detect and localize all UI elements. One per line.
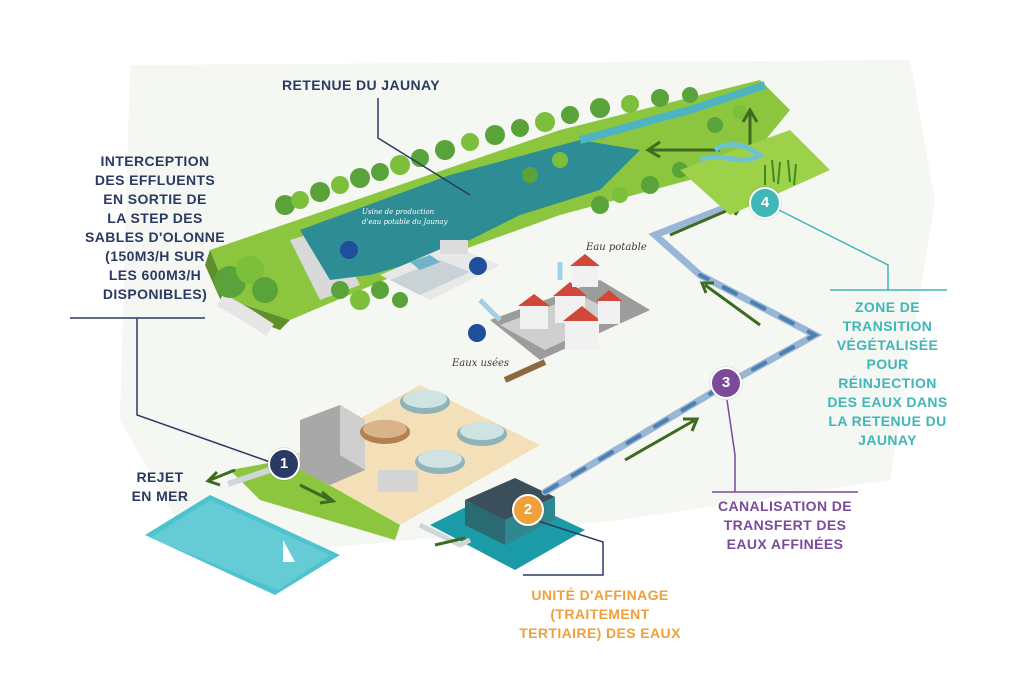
unite-line: (TRAITEMENT: [550, 606, 650, 622]
sewage-pipe: [503, 359, 547, 383]
label-rejet: REJET EN MER: [120, 468, 200, 506]
interception-line: EN SORTIE DE: [103, 191, 207, 207]
unite-line: TERTIAIRE) DES EAUX: [519, 625, 681, 641]
vegetated-zone: [680, 130, 830, 215]
leader-zone: [774, 207, 947, 291]
canalisation-line: TRANSFERT DES: [723, 517, 847, 533]
town: [490, 254, 650, 360]
step-marker-2: 2: [512, 494, 544, 526]
interception-line: DISPONIBLES): [102, 286, 208, 302]
label-interception: INTERCEPTION DES EFFLUENTS EN SORTIE DE …: [40, 152, 270, 304]
label-zone: ZONE DE TRANSITION VÉGÉTALISÉE POUR RÉIN…: [805, 298, 970, 450]
reservoir-water: [300, 140, 640, 280]
reeds: [764, 159, 797, 186]
leader-canalisation: [712, 399, 858, 493]
leader-interception: [70, 317, 271, 463]
leader-lines: [70, 98, 947, 576]
annotation-eau-potable: Eau potable: [586, 242, 647, 253]
step-marker-3: 3: [710, 367, 742, 399]
interception-line: LES 600M3/H: [108, 267, 202, 283]
unite-line: UNITÉ D'AFFINAGE: [531, 587, 669, 603]
wastewater-plant: [230, 385, 540, 540]
trees: [214, 87, 747, 310]
transfer-canalisation: [541, 186, 823, 496]
interception-line: DES EFFLUENTS: [94, 172, 216, 188]
zone-line: LA RETENUE DU: [828, 413, 947, 429]
label-retenue: RETENUE DU JAUNAY: [282, 77, 440, 93]
label-canalisation: CANALISATION DE TRANSFERT DES EAUX AFFIN…: [695, 497, 875, 554]
leader-retenue: [377, 98, 471, 196]
drop-badge-town: [468, 324, 486, 342]
interception-line: SABLES D'OLONNE: [84, 229, 225, 245]
rejet-line: EN MER: [131, 488, 189, 504]
step-platform: [285, 385, 540, 525]
drinking-water-plant: [380, 240, 500, 300]
usine-line: Usine de production: [362, 208, 435, 216]
sailboat: [283, 540, 295, 562]
zone-line: VÉGÉTALISÉE: [836, 337, 939, 353]
label-unite: UNITÉ D'AFFINAGE (TRAITEMENT TERTIAIRE) …: [505, 586, 695, 643]
annotation-eaux-usees: Eaux usées: [452, 358, 510, 369]
zone-line: DES EAUX DANS: [827, 394, 948, 410]
reservoir-outflow: [216, 293, 274, 336]
zone-line: JAUNAY: [858, 432, 917, 448]
interception-line: (150M3/H SUR: [105, 248, 205, 264]
interception-line: INTERCEPTION: [100, 153, 210, 169]
step-marker-4: 4: [749, 187, 781, 219]
interception-line: LA STEP DES: [107, 210, 203, 226]
reservoir-river: [579, 81, 767, 144]
zone-line: TRANSITION: [842, 318, 933, 334]
canalisation-line: EAUX AFFINÉES: [726, 536, 844, 552]
step-marker-1: 1: [268, 448, 300, 480]
annotation-usine: Usine de production d'eau potable du Jau…: [362, 207, 448, 227]
zone-line: POUR: [866, 356, 909, 372]
zone-line: ZONE DE: [854, 299, 921, 315]
canalisation-line: CANALISATION DE: [717, 498, 853, 514]
zone-line: RÉINJECTION: [838, 375, 937, 391]
usine-line: d'eau potable du Jaunay: [362, 218, 448, 226]
leader-unite: [523, 519, 604, 576]
affinage-unit: [430, 478, 585, 570]
rejet-line: REJET: [136, 469, 184, 485]
reservoir-landscape: [205, 80, 790, 336]
drop-badge-reservoir: [340, 241, 358, 259]
drop-badge-plant: [469, 257, 487, 275]
sea: [145, 495, 340, 595]
